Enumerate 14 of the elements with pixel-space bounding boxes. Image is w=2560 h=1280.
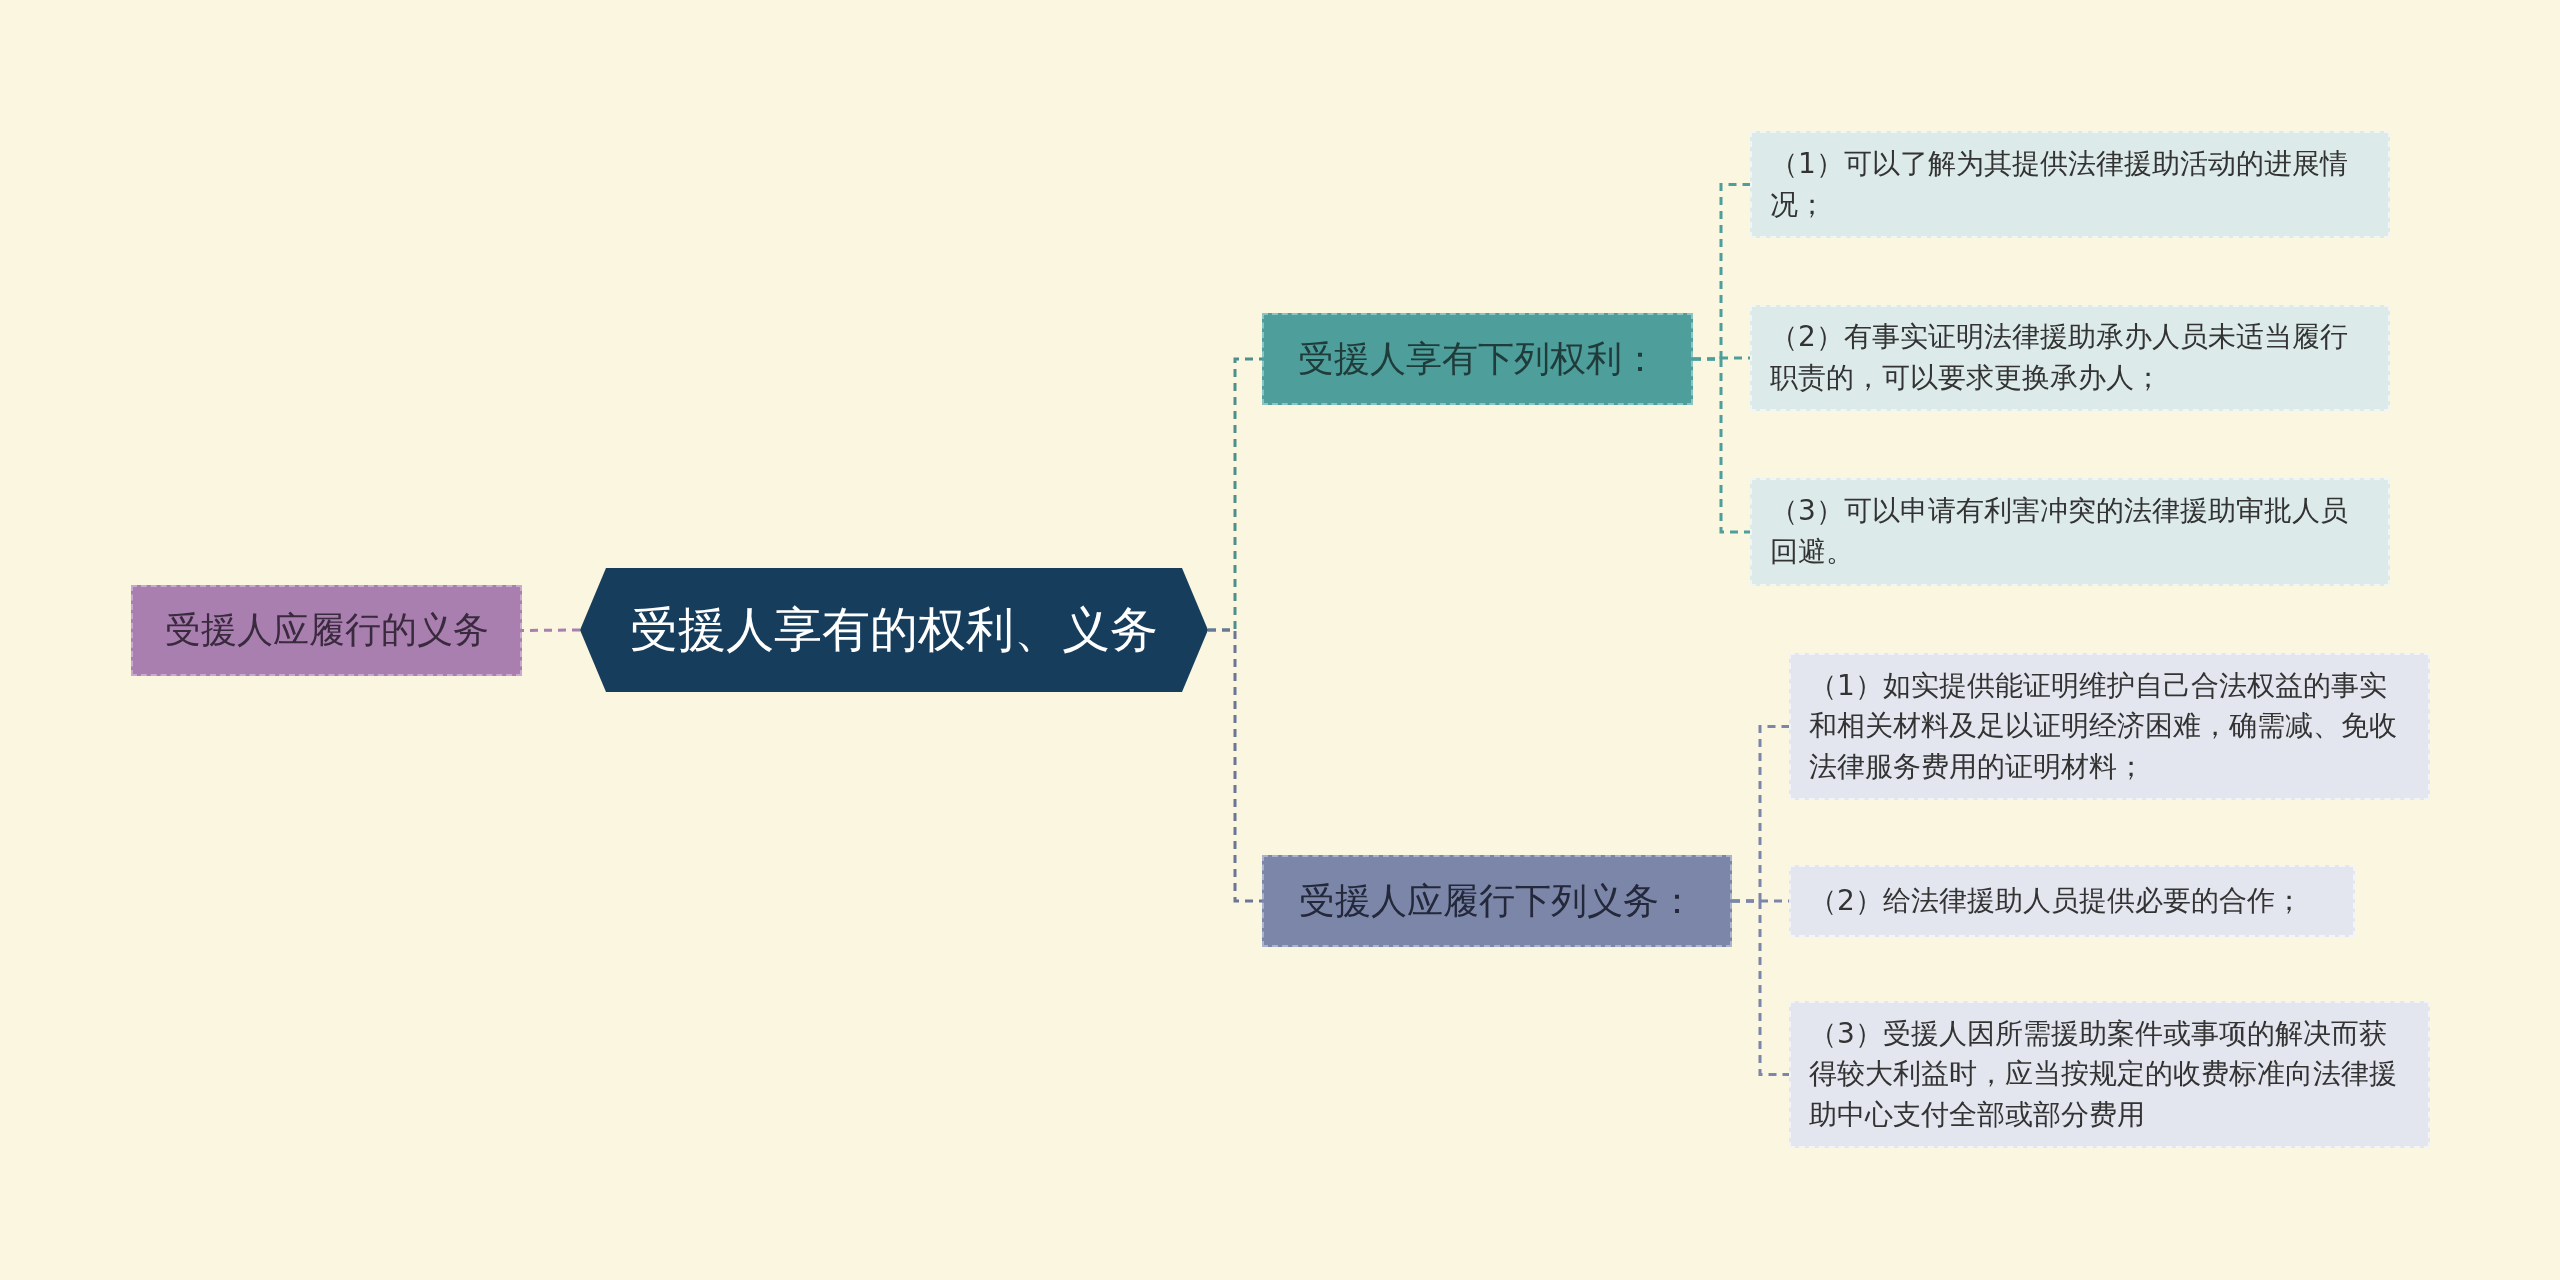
leaf-box: （1）如实提供能证明维护自己合法权益的事实和相关材料及足以证明经济困难，确需减、免收法律服务费用的证明材料； [1789,653,2430,800]
leaf-box: （3）受援人因所需援助案件或事项的解决而获得较大利益时，应当按规定的收费标准向法律援助中心支付全部或部分费用 [1789,1001,2430,1148]
branch-box: 受援人应履行的义务 [131,585,522,676]
leaf-box: （1）可以了解为其提供法律援助活动的进展情况； [1750,131,2390,238]
topic-hexagon: 受援人享有的权利、义务 [580,568,1208,692]
leaf-box: （3）可以申请有利害冲突的法律援助审批人员回避。 [1750,478,2390,586]
branch-box: 受援人享有下列权利： [1262,313,1693,405]
connector-line [522,628,580,632]
connector-line [1693,357,1750,534]
connector-line [1208,628,1262,903]
connector-line [1732,899,1789,1076]
branch-box: 受援人应履行下列义务： [1262,855,1732,947]
leaf-box: （2）有事实证明法律援助承办人员未适当履行职责的，可以要求更换承办人； [1750,305,2390,411]
leaf-box: （2）给法律援助人员提供必要的合作； [1789,865,2355,937]
